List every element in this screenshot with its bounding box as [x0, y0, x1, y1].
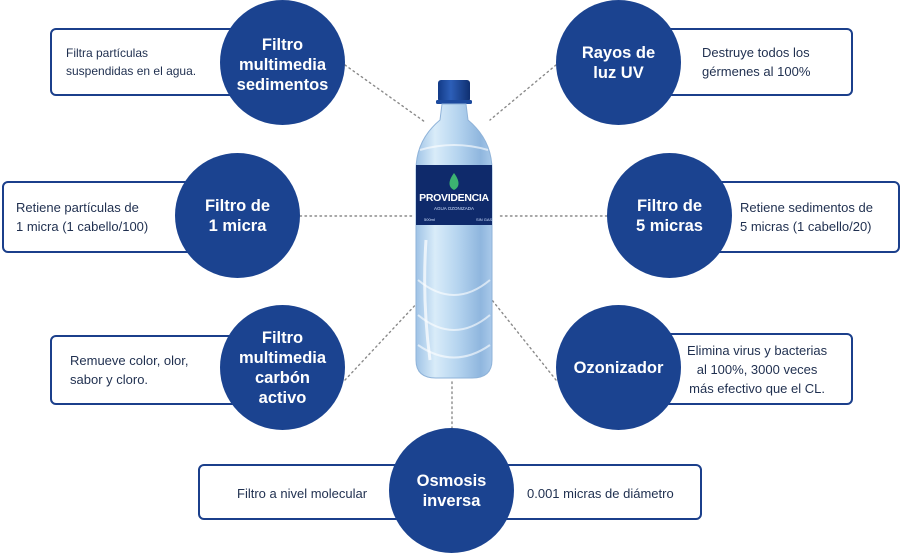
circle-title: Filtro de 5 micras — [636, 196, 703, 235]
connector-ozonizador — [491, 299, 557, 381]
circle-title: Filtro multimedia sedimentos — [236, 35, 329, 94]
circle-title: Filtro multimedia carbón activo — [238, 328, 327, 407]
circle-osmosis: Osmosis inversa — [389, 428, 514, 553]
desc-text: Retiene sedimentos de 5 micras (1 cabell… — [740, 200, 873, 234]
desc-5-micras: Retiene sedimentos de 5 micras (1 cabell… — [700, 181, 900, 253]
desc-uv: Destruye todos los gérmenes al 100% — [650, 28, 853, 96]
desc-text-left: Filtro a nivel molecular — [237, 486, 368, 501]
desc-text: Filtra partículas suspendidas en el agua… — [66, 46, 197, 78]
desc-1-micra: Retiene partículas de 1 micra (1 cabello… — [2, 181, 200, 253]
circle-title: Rayos de luz UV — [581, 43, 656, 82]
connector-carbon-activo — [344, 299, 421, 381]
leaf-icon — [449, 173, 459, 190]
circle-multimedia-sedimentos: Filtro multimedia sedimentos — [220, 0, 345, 125]
bottle-volume: 500ml — [424, 217, 435, 222]
water-bottle-image: PROVIDENCIA AGUA OZONIZADA 500ml SIN GAS — [415, 80, 493, 379]
desc-text: Destruye todos los gérmenes al 100% — [702, 45, 811, 79]
bottle-tagline: AGUA OZONIZADA — [434, 206, 474, 211]
circle-uv: Rayos de luz UV — [556, 0, 681, 125]
desc-text-right: 0.001 micras de diámetro — [527, 486, 674, 501]
circle-carbon-activo: Filtro multimedia carbón activo — [220, 305, 345, 430]
desc-text: Elimina virus y bacterias al 100%, 3000 … — [687, 342, 828, 396]
circle-1-micra: Filtro de 1 micra — [175, 153, 300, 278]
connector-multimedia-sedimentos — [344, 64, 426, 123]
circle-title: Filtro de 1 micra — [204, 196, 271, 235]
circle-ozonizador: Ozonizador — [556, 305, 681, 430]
circle-5-micras: Filtro de 5 micras — [607, 153, 732, 278]
bottle-brand: PROVIDENCIA — [419, 192, 489, 204]
circle-title: Osmosis inversa — [416, 471, 487, 510]
bottle-cap — [438, 80, 470, 102]
circle-title: Ozonizador — [573, 358, 664, 377]
bottle-tag: SIN GAS — [476, 217, 493, 222]
connector-uv — [489, 64, 557, 121]
desc-ozonizador: Elimina virus y bacterias al 100%, 3000 … — [655, 333, 853, 405]
desc-text: Retiene partículas de 1 micra (1 cabello… — [16, 200, 149, 234]
desc-text: Remueve color, olor, sabor y cloro. — [70, 353, 189, 387]
